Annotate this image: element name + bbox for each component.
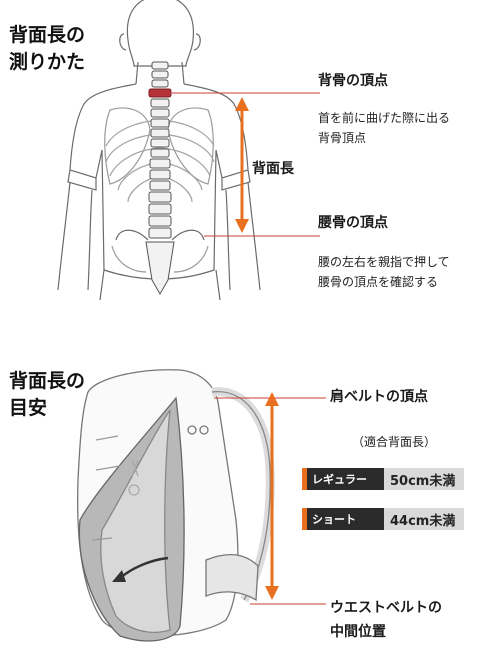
guide-heading: 背面長の 目安 — [9, 368, 85, 422]
fit-title: （適合背面長） — [352, 435, 437, 449]
guide-heading-line-1: 背面長の — [9, 370, 86, 392]
back-length-label: 背面長 — [252, 161, 294, 177]
measure-heading: 背面長の 測りかた — [9, 22, 85, 76]
backpack-figure — [77, 369, 275, 642]
size-chip-accent — [302, 468, 307, 490]
spine-top-note-line-1: 首を前に曲げた際に出る — [318, 111, 451, 125]
spine-top-note-line-2: 背骨頂点 — [318, 131, 367, 145]
size-value: 44cm未満 — [384, 508, 464, 530]
hip-note-line-2: 腰骨の頂点を確認する — [318, 275, 439, 289]
shoulder-label: 肩ベルトの頂点 — [330, 389, 428, 405]
size-chip-accent — [302, 508, 307, 530]
spine-top-note: 首を前に曲げた際に出る 背骨頂点 — [318, 108, 450, 148]
hip-note: 腰の左右を親指で押して 腰骨の頂点を確認する — [318, 252, 450, 292]
measure-heading-line-2: 測りかた — [9, 51, 86, 73]
size-chip-regular: レギュラー 50cm未満 — [302, 468, 464, 490]
size-name: ショート — [307, 508, 384, 530]
waist-label-line-1: ウエストベルトの — [330, 600, 442, 616]
flap-motion-arrowhead — [112, 570, 126, 582]
size-name: レギュラー — [307, 468, 384, 490]
hip-note-line-1: 腰の左右を親指で押して — [318, 255, 450, 269]
backpack-length-arrow — [265, 392, 279, 600]
spine — [145, 61, 175, 296]
size-chip-short: ショート 44cm未満 — [302, 508, 464, 530]
spine-top-highlight — [148, 88, 172, 98]
size-value: 50cm未満 — [384, 468, 464, 490]
waist-label-line-2: 中間位置 — [330, 624, 386, 640]
waist-label: ウエストベルトの 中間位置 — [330, 596, 442, 644]
spine-top-label: 背骨の頂点 — [318, 73, 388, 89]
back-length-arrow — [235, 97, 249, 233]
measure-heading-line-1: 背面長の — [9, 24, 86, 46]
guide-heading-line-2: 目安 — [9, 397, 48, 419]
hip-label: 腰骨の頂点 — [318, 215, 388, 231]
